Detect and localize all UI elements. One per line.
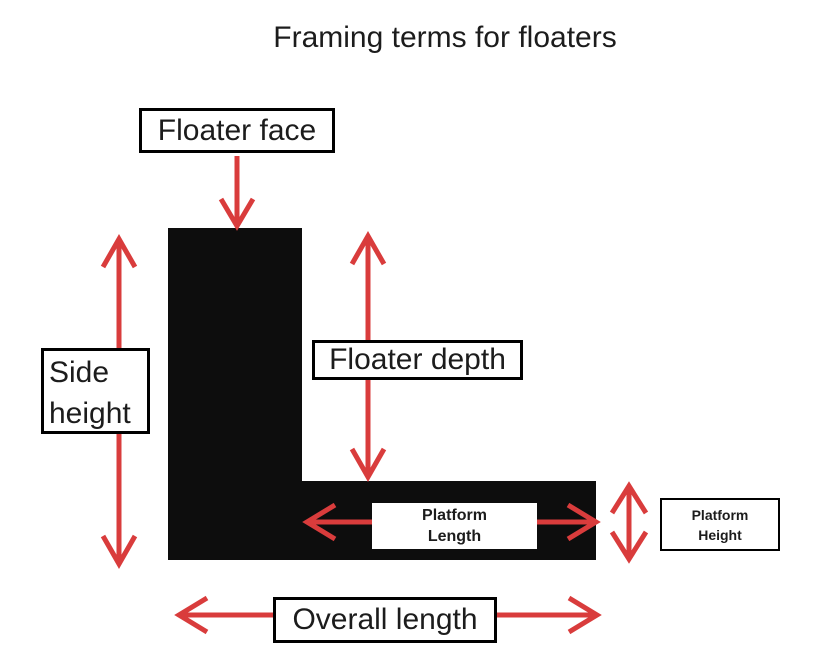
platform-height-label-line1: Platform (691, 506, 749, 523)
floater-face-arrow-icon (218, 156, 256, 231)
floater-depth-label: Floater depth (312, 340, 523, 380)
platform-length-label-line1: Platform (422, 507, 487, 524)
side-height-label: Side height (41, 348, 150, 434)
floater-shape (168, 228, 596, 560)
platform-height-label: Platform Height (660, 498, 780, 551)
platform-length-label: Platform Length (372, 503, 537, 549)
overall-length-label: Overall length (273, 597, 497, 643)
page-title: Framing terms for floaters (273, 21, 617, 54)
platform-height-arrow-icon (609, 481, 649, 564)
floater-face-label: Floater face (139, 108, 335, 153)
platform-height-label-line2: Height (698, 526, 742, 543)
platform-length-label-line2: Length (427, 528, 482, 545)
